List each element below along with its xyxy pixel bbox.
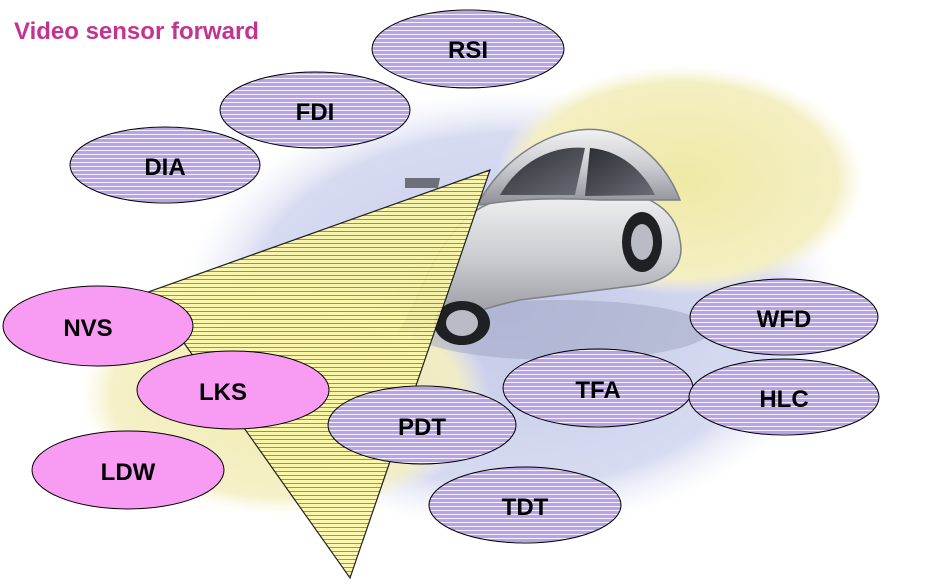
oval-ldw: LDW [31, 430, 225, 510]
oval-label-tdt: TDT [502, 494, 549, 521]
oval-lks: LKS [136, 350, 330, 430]
function-ovals: RSI FDI DIA NVS LKS LDW PDT TFA [2, 9, 880, 544]
oval-label-lks: LKS [199, 379, 247, 406]
oval-hlc: HLC [688, 358, 880, 436]
oval-wfd: WFD [689, 278, 879, 356]
oval-rsi: RSI [371, 9, 565, 89]
oval-label-fdi: FDI [296, 99, 335, 126]
oval-label-rsi: RSI [448, 37, 488, 64]
oval-label-dia: DIA [144, 154, 185, 181]
oval-dia: DIA [69, 126, 261, 204]
oval-label-ldw: LDW [101, 459, 156, 486]
oval-tdt: TDT [428, 466, 622, 544]
page-title: Video sensor forward [14, 18, 259, 45]
oval-tfa: TFA [502, 348, 694, 428]
oval-nvs: NVS [2, 285, 194, 367]
oval-pdt: PDT [327, 385, 517, 465]
oval-label-tfa: TFA [575, 377, 620, 404]
oval-fdi: FDI [219, 71, 411, 149]
oval-label-pdt: PDT [398, 414, 446, 441]
oval-label-hlc: HLC [759, 386, 808, 413]
oval-label-nvs: NVS [63, 315, 112, 342]
oval-label-wfd: WFD [757, 306, 812, 333]
